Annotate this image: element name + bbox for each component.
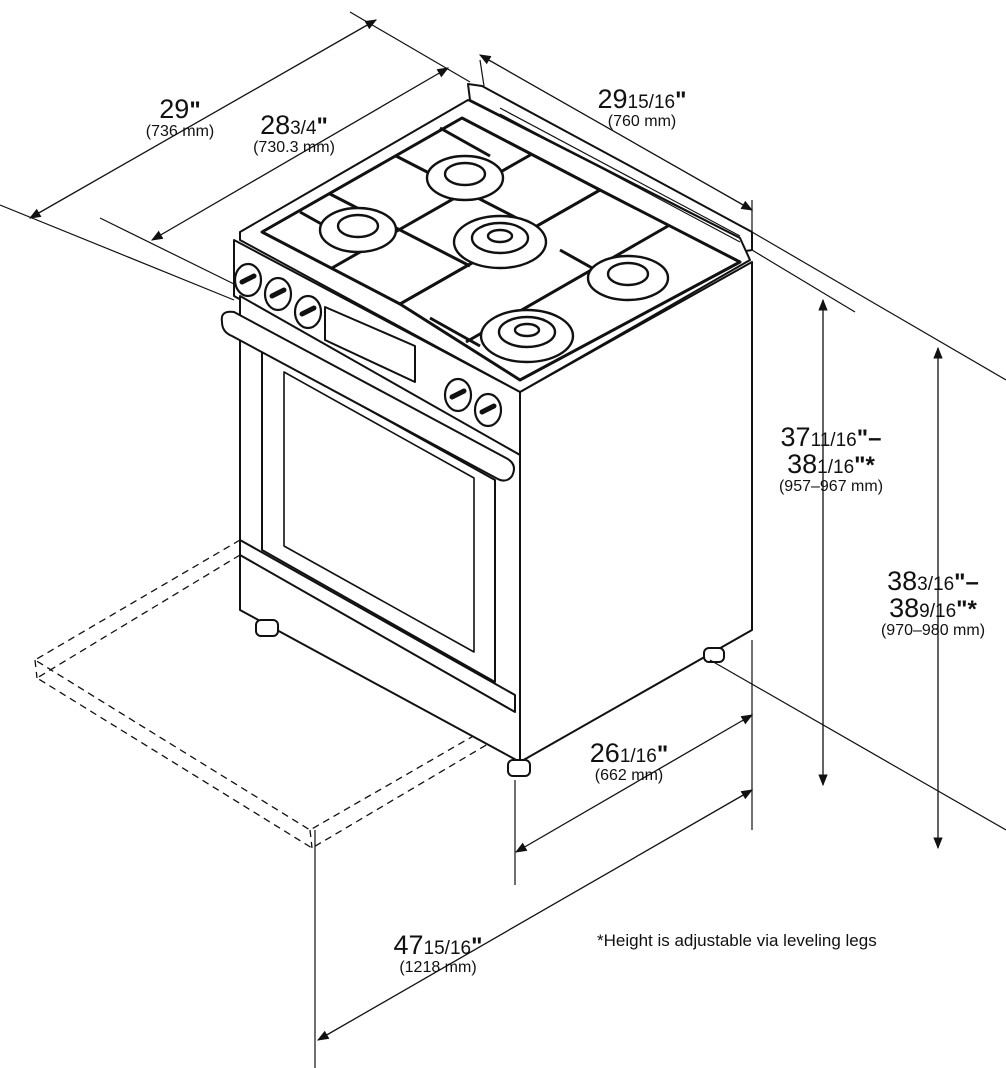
dim-whole: 38 <box>889 593 920 623</box>
dim-fraction: 15/16 <box>423 938 472 959</box>
label-depth-door-open: 4715/16" (1218 mm) <box>380 932 496 976</box>
foot-front-left <box>255 619 279 637</box>
label-depth-body: 261/16" (662 mm) <box>574 740 684 784</box>
dim-fraction: 15/16 <box>627 92 676 113</box>
label-height-cooktop: 3711/16"– 381/16"* (957–967 mm) <box>756 424 906 495</box>
dim-fraction: 3/16 <box>917 574 955 595</box>
burner-rear-center <box>425 154 505 202</box>
dim-inch-mark: "– <box>954 569 979 596</box>
label-height-overall: 383/16"– 389/16"* (970–980 mm) <box>860 568 1006 639</box>
dim-whole: 47 <box>393 930 424 960</box>
dim-whole: 37 <box>780 422 811 452</box>
extension-lines <box>0 11 1006 1068</box>
dim-depth-top <box>478 54 754 211</box>
dimension-lines <box>28 19 943 1041</box>
dim-inch-mark: " <box>316 113 328 140</box>
dim-whole: 26 <box>589 738 620 768</box>
dim-metric: (662 mm) <box>594 767 664 784</box>
burner-center <box>452 214 548 270</box>
dim-inch-mark: " <box>675 87 687 114</box>
burner-rear-left <box>318 206 398 254</box>
dim-metric: (760 mm) <box>607 113 677 130</box>
label-depth-top: 2915/16" (760 mm) <box>584 86 700 130</box>
dim-fraction: 11/16 <box>810 430 857 451</box>
dim-inch-mark: " <box>189 97 201 124</box>
foot-back-right <box>703 647 725 663</box>
height-footnote: *Height is adjustable via leveling legs <box>597 931 877 950</box>
door-handle <box>220 310 515 482</box>
dim-whole: 29 <box>159 94 190 124</box>
dim-inch-mark: "* <box>956 596 977 623</box>
dim-width-cooktop <box>150 67 450 241</box>
dim-whole: 28 <box>260 110 291 140</box>
dim-metric: (1218 mm) <box>399 959 477 976</box>
dim-fraction: 9/16 <box>919 601 957 622</box>
dim-depth-door-open <box>316 789 754 1041</box>
label-width-overall: 29" (736 mm) <box>132 96 228 140</box>
burner-front-center <box>479 308 575 364</box>
dim-fraction: 1/16 <box>619 746 657 767</box>
dim-whole: 38 <box>887 566 918 596</box>
foot-front-right <box>507 759 531 777</box>
burner-right <box>586 254 670 302</box>
dim-fraction: 3/4 <box>290 118 317 139</box>
label-width-cooktop: 283/4" (730.3 mm) <box>236 112 352 156</box>
dim-inch-mark: " <box>656 741 669 768</box>
dim-metric: (736 mm) <box>145 123 215 140</box>
open-door-footprint <box>33 539 516 849</box>
dim-fraction: 1/16 <box>817 457 855 478</box>
dim-inch-mark: "* <box>854 452 875 479</box>
control-display <box>324 306 416 383</box>
burners <box>318 154 670 364</box>
dim-metric: (970–980 mm) <box>880 622 986 639</box>
drawer-strip <box>239 539 516 713</box>
dim-inch-mark: " <box>471 933 483 960</box>
dim-metric: (730.3 mm) <box>253 139 335 156</box>
dim-metric: (957–967 mm) <box>778 478 884 495</box>
dim-inch-mark: "– <box>856 425 882 452</box>
dim-whole: 38 <box>787 449 818 479</box>
dim-whole: 29 <box>597 84 628 114</box>
